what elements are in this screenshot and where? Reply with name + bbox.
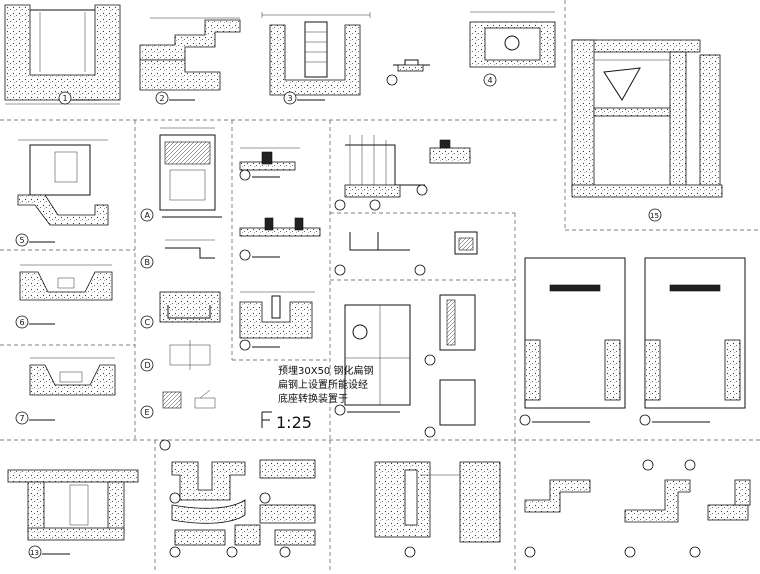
note-line-1: 预埋30X50 钢化扁钢 bbox=[278, 364, 373, 377]
detail-callout-icon bbox=[334, 199, 346, 211]
detail-B bbox=[165, 239, 215, 259]
detail-railing-stair bbox=[344, 135, 471, 198]
detail-7-channel bbox=[29, 357, 116, 396]
scale-mark: 1:25 bbox=[276, 413, 312, 432]
detail-4-drain-box bbox=[469, 11, 556, 68]
detail-3a-small bbox=[393, 59, 430, 72]
detail-callout-icon bbox=[689, 546, 701, 558]
detail-3-stair-pit bbox=[261, 12, 371, 96]
callout-number: 7 bbox=[20, 414, 25, 423]
detail-callout-icon bbox=[169, 492, 181, 504]
callout-number: 6 bbox=[20, 318, 25, 327]
detail-callout-icon: D bbox=[140, 358, 154, 372]
callout-number: 2 bbox=[160, 94, 165, 103]
detail-callout-icon: 7 bbox=[15, 411, 29, 425]
detail-callout-icon: A bbox=[140, 208, 154, 222]
note-block: 预埋30X50 钢化扁钢 扁钢上设置所能设经 底座转换装置于 1:25 bbox=[261, 364, 373, 432]
detail-column-small-2 bbox=[239, 217, 321, 237]
detail-callout-icon bbox=[259, 492, 271, 504]
detail-callout-icon: B bbox=[140, 255, 154, 269]
callout-letter: E bbox=[145, 408, 150, 417]
detail-callout-icon bbox=[239, 339, 251, 351]
detail-1-pit-section bbox=[4, 4, 121, 105]
callout-number: 4 bbox=[488, 76, 493, 85]
callout-number: 3 bbox=[288, 94, 293, 103]
detail-E bbox=[162, 389, 216, 409]
note-line-2: 扁钢上设置所能设经 bbox=[278, 378, 368, 391]
detail-callout-icon bbox=[226, 546, 238, 558]
detail-callout-icon bbox=[169, 546, 181, 558]
detail-callout-icon bbox=[639, 414, 651, 426]
detail-callout-icon: C bbox=[140, 315, 154, 329]
detail-pit-pair bbox=[524, 257, 746, 409]
callout-number: 13 bbox=[30, 549, 39, 557]
note-line-3: 底座转换装置于 bbox=[278, 392, 348, 405]
detail-callout-icon bbox=[424, 426, 436, 438]
detail-callout-icon: E bbox=[140, 405, 154, 419]
detail-callout-icon: 3 bbox=[283, 91, 297, 105]
detail-callout-icon bbox=[334, 404, 346, 416]
detail-callout-icon: 13 bbox=[28, 545, 42, 559]
detail-callout-icon: 5 bbox=[15, 233, 29, 247]
detail-callout-icon bbox=[334, 264, 346, 276]
detail-callout-icon bbox=[239, 249, 251, 261]
detail-5-section bbox=[17, 139, 109, 226]
detail-callout-icon: 1 bbox=[58, 91, 72, 105]
detail-callout-icon bbox=[404, 546, 416, 558]
detail-callout-icon bbox=[159, 439, 171, 451]
detail-callout-icon: 2 bbox=[155, 91, 169, 105]
detail-column-small-3 bbox=[239, 291, 315, 339]
detail-title-bars bbox=[29, 99, 710, 555]
detail-callout-icon bbox=[642, 459, 654, 471]
detail-2-step-section bbox=[139, 17, 241, 91]
callout-letter: A bbox=[145, 211, 151, 220]
callout-number: 5 bbox=[20, 236, 25, 245]
callout-number: 1 bbox=[63, 94, 68, 103]
detail-15-room-section bbox=[571, 39, 723, 198]
detail-callout-icon bbox=[684, 459, 696, 471]
callout-letter: C bbox=[145, 318, 151, 327]
detail-6-channel bbox=[19, 264, 113, 301]
detail-callout-icon bbox=[279, 546, 291, 558]
detail-callouts: 1 2 3 4 15 5 6 7 bbox=[15, 73, 701, 559]
detail-13-section bbox=[7, 469, 139, 541]
callout-letter: B bbox=[145, 258, 151, 267]
detail-bottom-frame bbox=[374, 461, 501, 543]
detail-callout-icon bbox=[416, 184, 428, 196]
detail-column-small-1 bbox=[239, 147, 300, 171]
detail-D bbox=[169, 340, 211, 370]
detail-callout-icon bbox=[424, 354, 436, 366]
detail-railing-small bbox=[349, 231, 478, 255]
detail-callout-icon: 15 bbox=[648, 208, 662, 222]
detail-callout-icon: 4 bbox=[483, 73, 497, 87]
detail-A-grate bbox=[159, 127, 216, 211]
detail-callout-icon bbox=[386, 74, 398, 86]
detail-callout-icon bbox=[369, 199, 381, 211]
detail-callout-icon bbox=[624, 546, 636, 558]
callout-letter: D bbox=[145, 361, 151, 370]
detail-bottom-steps bbox=[524, 479, 751, 523]
callout-number: 15 bbox=[650, 212, 659, 220]
detail-bottom-channels bbox=[171, 459, 316, 546]
detail-callout-icon bbox=[519, 414, 531, 426]
detail-C bbox=[159, 291, 221, 323]
detail-callout-icon bbox=[414, 264, 426, 276]
detail-callout-icon: 6 bbox=[15, 315, 29, 329]
detail-callout-icon bbox=[524, 546, 536, 558]
detail-door-frame bbox=[344, 294, 476, 426]
detail-callout-icon bbox=[239, 169, 251, 181]
